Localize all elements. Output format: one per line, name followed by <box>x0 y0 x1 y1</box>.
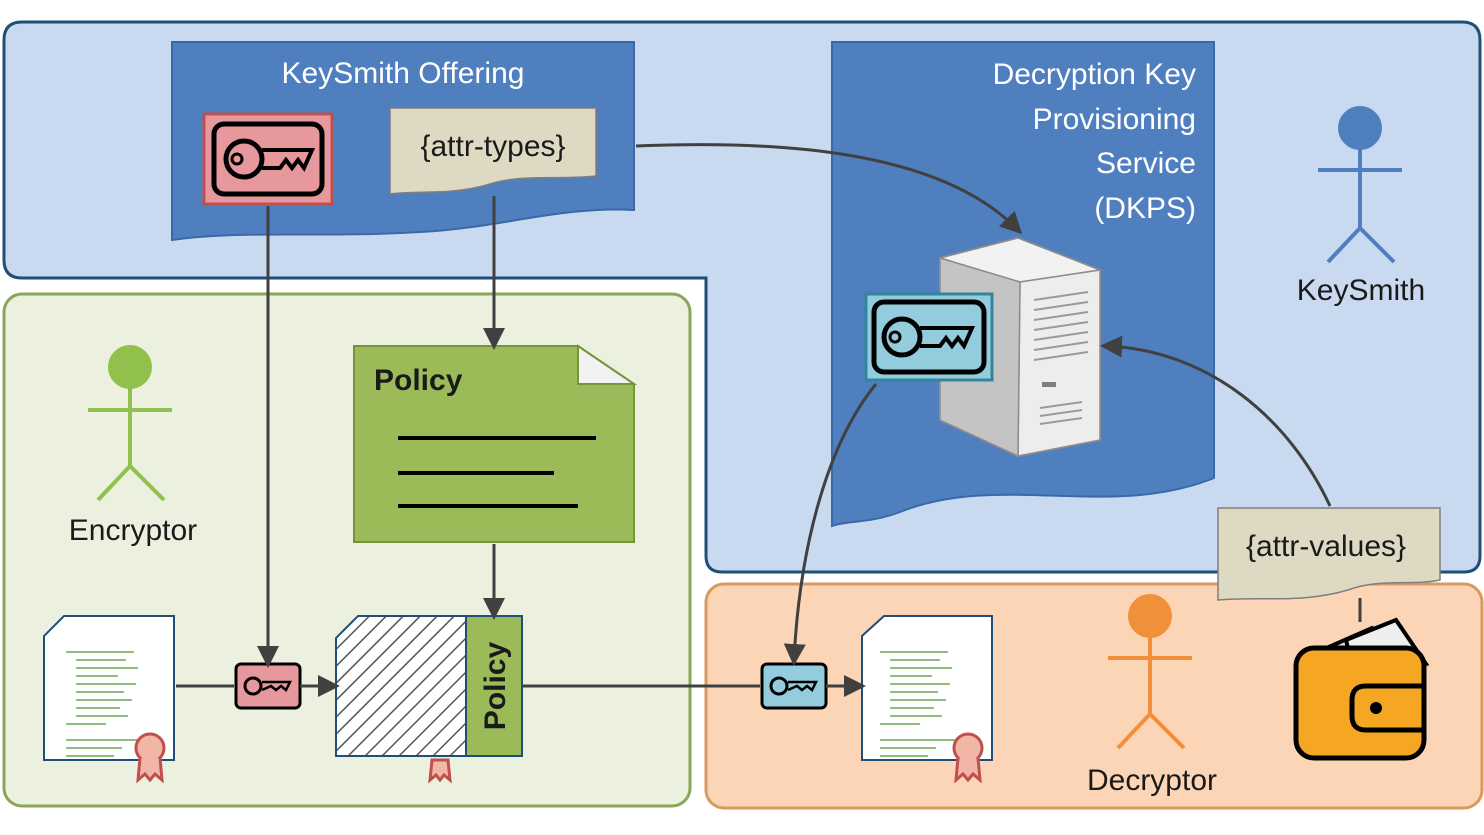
attr-types-label: {attr-types} <box>420 130 565 163</box>
encrypted-document-icon: Policy <box>335 615 523 784</box>
attr-values-label: {attr-values} <box>1246 530 1406 563</box>
seal-icon <box>134 732 166 784</box>
seal-icon <box>428 758 452 784</box>
decryptor-actor-label: Decryptor <box>1087 764 1217 797</box>
keysmith-offering-title: KeySmith Offering <box>282 57 525 90</box>
arrow-dkps-key-to-decryptor <box>783 383 878 666</box>
plaintext-document-icon <box>43 615 175 784</box>
encryptor-actor-label: Encryptor <box>69 514 197 547</box>
dkps-title-line-2: Provisioning <box>1033 103 1196 136</box>
dkps-title-line-4: (DKPS) <box>1094 192 1196 225</box>
dkps-title-line-3: Service <box>1096 147 1196 180</box>
wallet-icon <box>1293 617 1430 761</box>
decryptor-actor-icon <box>1108 594 1192 750</box>
arrow-attr-types-to-dkps <box>635 143 1023 235</box>
attr-types-tag: {attr-types} <box>389 107 597 195</box>
policy-side-label: Policy <box>479 641 512 730</box>
small-pink-key-icon <box>234 662 302 710</box>
keysmith-actor-label: KeySmith <box>1297 274 1425 307</box>
decrypted-document-icon <box>861 615 993 784</box>
cyan-key-icon <box>864 292 994 382</box>
policy-document: Policy <box>353 344 638 543</box>
dkps-title: Decryption Key Provisioning Service (DKP… <box>993 58 1196 225</box>
pink-key-icon <box>202 112 334 206</box>
keysmith-actor-icon <box>1318 106 1402 264</box>
seal-icon <box>952 732 984 784</box>
attr-values-tag: {attr-values} <box>1217 507 1441 601</box>
dkps-title-line-1: Decryption Key <box>993 58 1196 91</box>
encryptor-actor-icon <box>88 345 172 502</box>
arrow-attr-values-to-dkps <box>1100 335 1332 507</box>
small-cyan-key-icon <box>760 662 828 710</box>
policy-title: Policy <box>374 364 463 397</box>
